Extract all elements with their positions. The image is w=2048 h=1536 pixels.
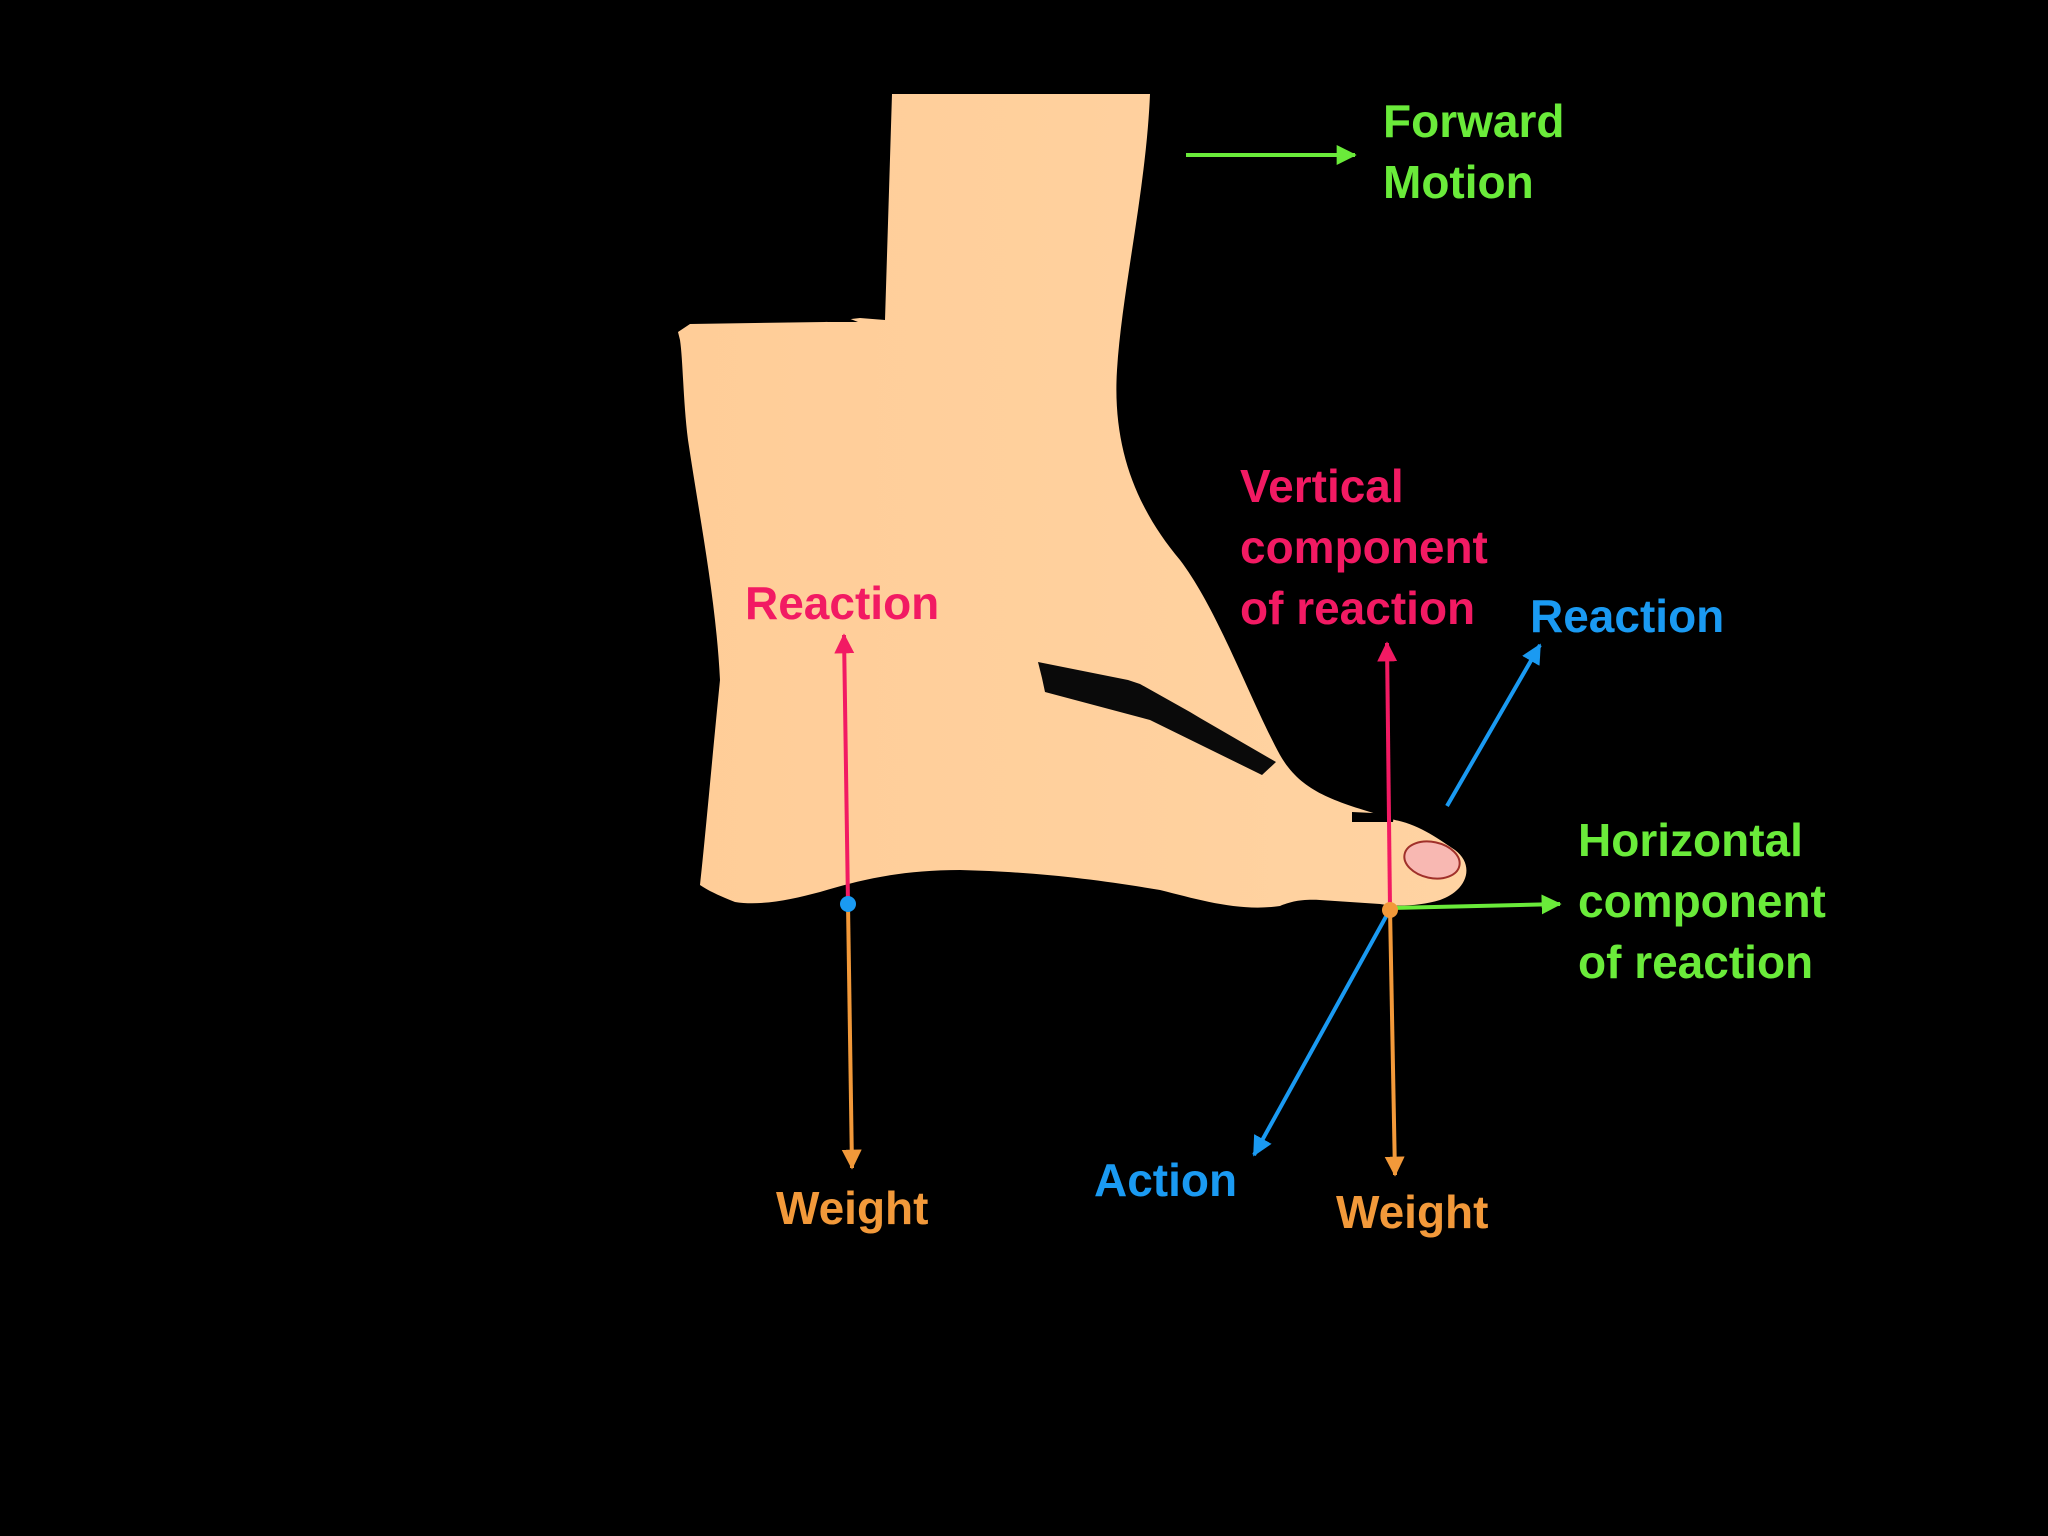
forward-motion-label: Forward Motion bbox=[1383, 95, 1565, 208]
weight-label-right: Weight bbox=[1336, 1186, 1489, 1238]
weight-arrow-left bbox=[841, 903, 862, 1170]
vertical-component-arrow bbox=[1377, 641, 1398, 909]
horizontal-component-arrow bbox=[1389, 894, 1562, 915]
weight-arrow-right bbox=[1384, 907, 1405, 1177]
toe-nail bbox=[1403, 840, 1461, 880]
reaction-arrow-right bbox=[1445, 643, 1542, 808]
toe-contact-point bbox=[1382, 902, 1398, 918]
heel-notch bbox=[825, 318, 858, 322]
action-label: Action bbox=[1094, 1154, 1238, 1206]
action-arrow bbox=[1252, 912, 1390, 1157]
reaction-label-right: Reaction bbox=[1530, 590, 1725, 642]
toe-crease bbox=[1352, 812, 1394, 822]
horizontal-component-label: Horizontal component of reaction bbox=[1578, 814, 1826, 988]
foot-shape bbox=[678, 94, 1467, 908]
foot-strap bbox=[1038, 662, 1276, 775]
reaction-label-left: Reaction bbox=[745, 577, 940, 629]
vertical-component-label: Vertical component of reaction bbox=[1240, 460, 1488, 634]
heel-contact-point bbox=[840, 896, 856, 912]
weight-label-left: Weight bbox=[776, 1182, 929, 1234]
reaction-arrow-left bbox=[834, 633, 855, 905]
